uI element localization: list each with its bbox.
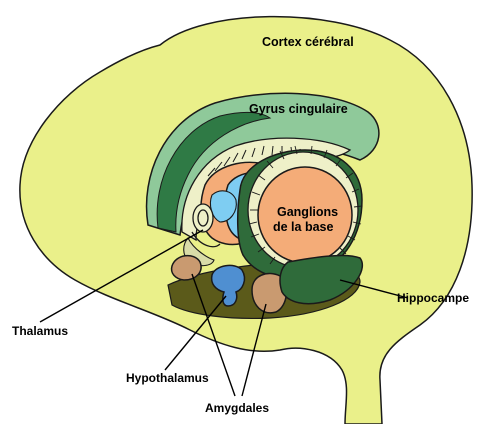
label-basal-ganglia-2: de la base <box>273 220 333 234</box>
label-cortex: Cortex cérébral <box>262 35 354 49</box>
label-thalamus: Thalamus <box>12 324 68 338</box>
label-hippocampus: Hippocampe <box>397 291 469 305</box>
label-cingulate: Gyrus cingulaire <box>249 102 348 116</box>
amygdala-left-shape <box>172 256 201 280</box>
label-amygdala: Amygdales <box>205 401 269 415</box>
label-hypothalamus: Hypothalamus <box>126 371 209 385</box>
label-basal-ganglia-1: Ganglions <box>277 205 338 219</box>
